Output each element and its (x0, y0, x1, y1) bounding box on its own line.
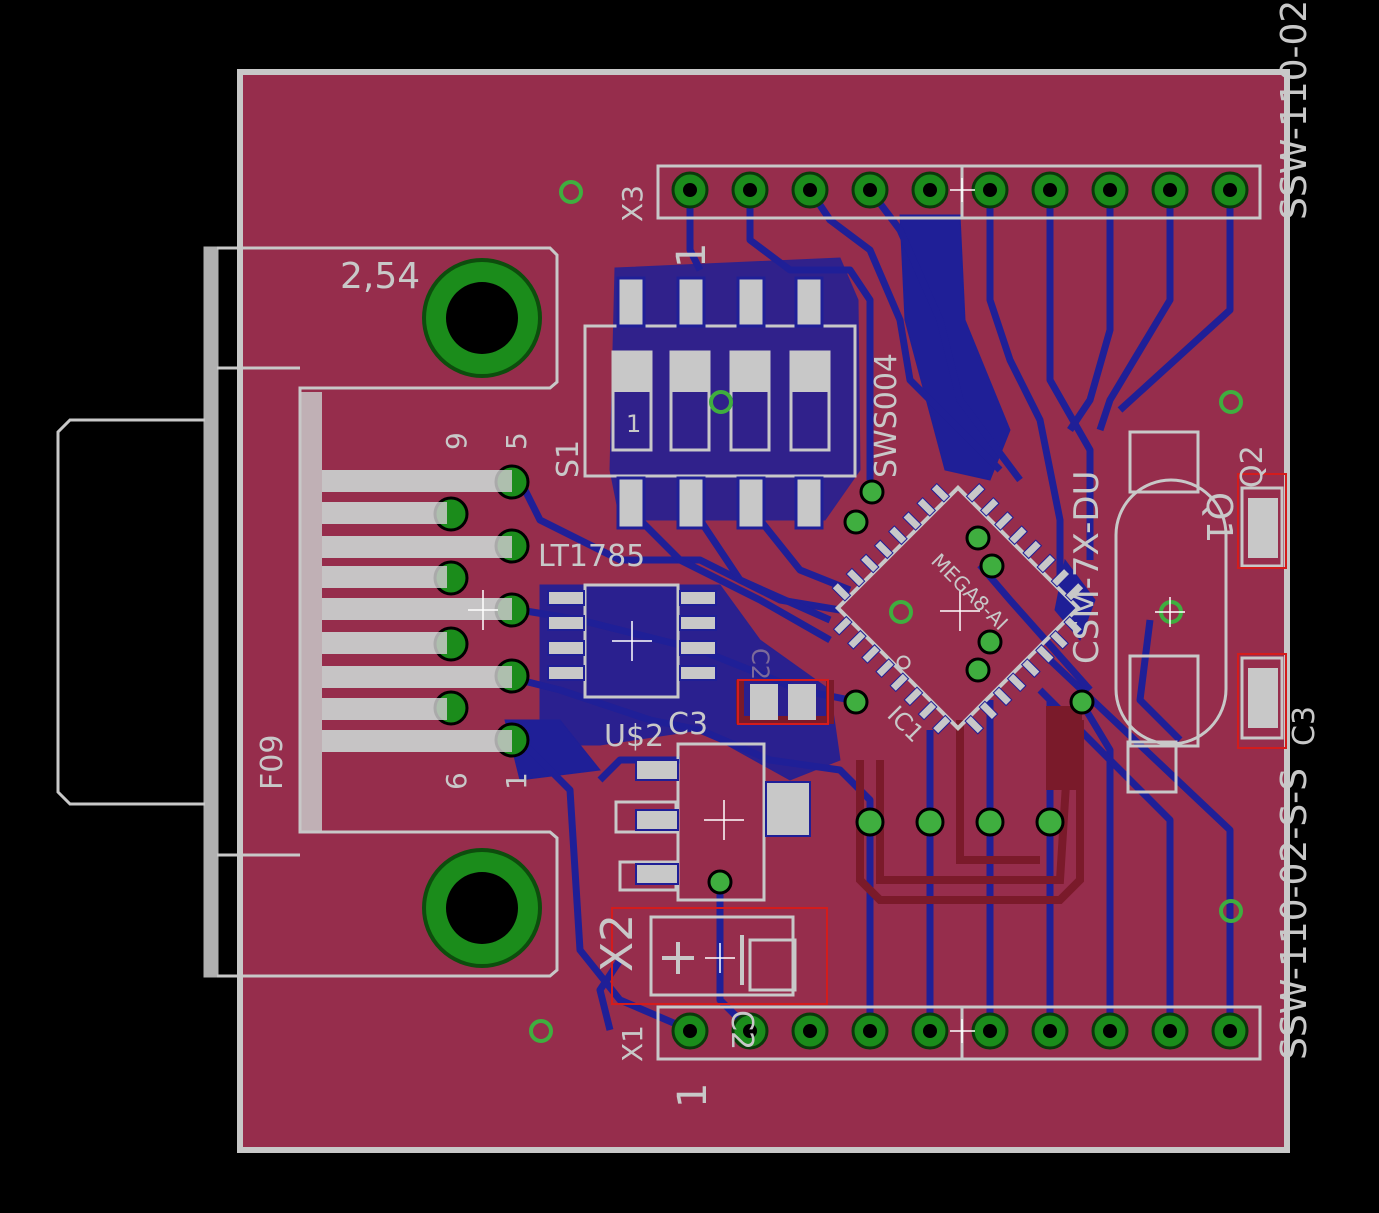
mega8-chip (831, 482, 1085, 735)
s1-outline (583, 324, 857, 478)
fiducials (529, 180, 1243, 1043)
label-hole: 2,54 (340, 256, 420, 297)
x2-outline (649, 915, 795, 997)
label-c3-right: C3 (1287, 706, 1322, 746)
smd-caps (611, 473, 1287, 1005)
label-x3: X3 (616, 185, 649, 222)
u2-pads (635, 759, 811, 885)
label-q1: Q1 (1198, 492, 1239, 543)
lt1785-pads (547, 590, 717, 681)
label-s1: S1 (551, 440, 586, 478)
label-sws004: SWS004 (869, 353, 904, 478)
x1-outline (656, 1005, 1262, 1061)
label-ssw-top: SSW-110-02 (1274, 0, 1315, 220)
label-x3-pin1: 1 (669, 243, 715, 268)
label-c3-top: C3 (668, 707, 708, 742)
label-dsub-1: 1 (500, 772, 533, 790)
label-x2: X2 (592, 914, 643, 972)
vias (707, 479, 1095, 895)
label-x1: X1 (616, 1025, 649, 1062)
label-dsub-9: 9 (440, 432, 473, 450)
label-dsub-5: 5 (500, 432, 533, 450)
label-lt1785: LT1785 (538, 539, 645, 574)
origin-markers (468, 178, 1185, 1043)
label-c2-mark: C2 (746, 648, 774, 680)
label-s1-switch1: 1 (626, 410, 641, 438)
q1-outline (1114, 478, 1228, 746)
mounting-holes (422, 258, 542, 968)
label-csm: CSM-7X-DU (1067, 471, 1107, 665)
label-ssw-bottom: SSW-110-02-S-S (1274, 768, 1315, 1060)
x3-outline (656, 164, 1262, 220)
s1-switch (611, 276, 831, 530)
dsub-hood (56, 418, 205, 806)
label-c2: C2 (724, 1010, 759, 1050)
label-x1-pin1: 1 (670, 1083, 716, 1108)
label-f09: F09 (255, 735, 290, 790)
x2-polarity (662, 935, 744, 985)
board-outline (237, 69, 1290, 1153)
dsub-shell (203, 246, 219, 978)
label-q2: Q2 (1235, 445, 1270, 488)
label-dsub-6: 6 (440, 772, 473, 790)
label-u2: U$2 (604, 719, 664, 754)
